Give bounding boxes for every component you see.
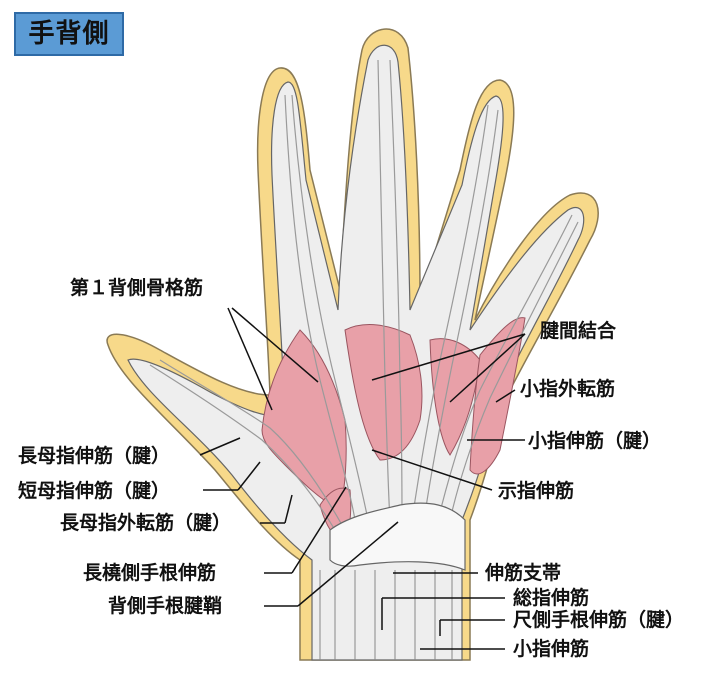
first-dorsal-interosseous-muscle [261,329,347,511]
label-ext-carpi-radialis-longus: 長橈側手根伸筋 [83,562,217,584]
label-abd-pollicis-longus: 長母指外転筋（腱） [60,512,232,534]
label-extensor-indicis: 示指伸筋 [498,480,575,502]
label-ext-pollicis-brevis: 短母指伸筋（腱） [18,480,171,502]
label-intertendinous-connections: 腱間結合 [540,320,617,342]
label-dorsal-interossei: 第１背側骨格筋 [70,277,204,299]
tendons [149,59,579,531]
abductor-digiti-minimi-muscle [469,317,526,475]
extensor-retinaculum [329,502,466,571]
leader-lines [199,307,526,650]
label-dorsal-carpal-sheath: 背側手根腱鞘 [108,595,223,617]
label-extensor-digitorum: 総指伸筋 [513,587,590,609]
wrist-tendons [319,570,453,660]
label-abductor-digiti-minimi: 小指外転筋 [520,378,616,400]
label-ext-digiti-minimi-tendon: 小指伸筋（腱） [528,430,662,452]
label-ext-pollicis-longus: 長母指伸筋（腱） [18,445,171,467]
label-extensor-retinaculum: 伸筋支帯 [485,562,562,584]
label-ext-carpi-ulnaris: 尺側手根伸筋（腱） [513,609,685,631]
interossei-middle-muscle [344,324,423,461]
label-extensor-digiti-minimi: 小指伸筋 [513,638,590,660]
page-title: 手背側 [14,12,124,56]
